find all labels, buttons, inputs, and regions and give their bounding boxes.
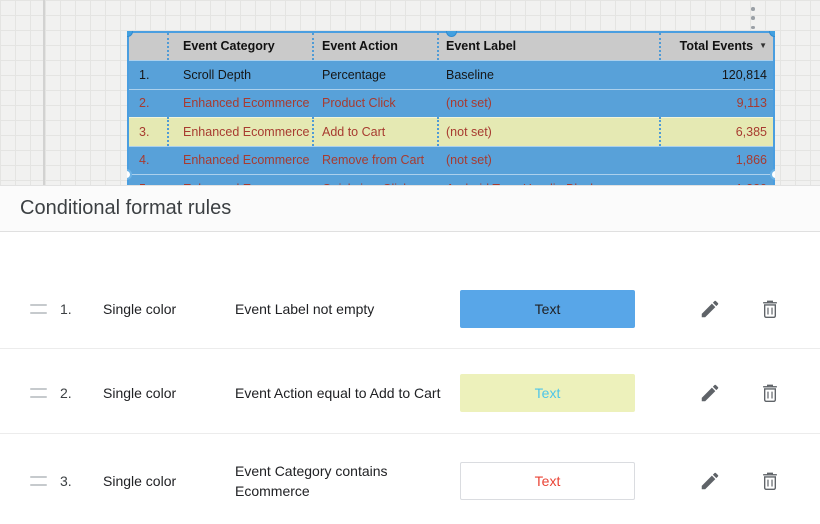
cell-event-action: Remove from Cart xyxy=(322,153,425,168)
cell-event-action: Percentage xyxy=(322,67,386,82)
cell-event-action: Quickview Click xyxy=(313,175,438,185)
rule-condition: Event Category contains Ecommerce xyxy=(235,463,388,499)
canvas-edge-line xyxy=(43,0,45,185)
delete-rule-button[interactable] xyxy=(758,297,782,321)
drag-handle-icon[interactable] xyxy=(30,304,47,314)
report-canvas[interactable]: Event Category Event Action Event Label … xyxy=(0,0,820,185)
cell-event-category: Enhanced Ecommerce xyxy=(183,153,310,168)
cell-total-events: 9,113 xyxy=(736,96,767,111)
cell-total-events: 1,866 xyxy=(735,153,767,168)
column-guide xyxy=(659,117,661,146)
cell-event-label: Baseline xyxy=(446,67,494,82)
pencil-icon xyxy=(701,384,719,402)
rule-condition: Event Label not empty xyxy=(235,301,375,317)
conditional-format-panel: Conditional format rules 1. Single color… xyxy=(0,185,820,524)
cell-total-events: 120,814 xyxy=(721,67,767,82)
cell-row-number: 3. xyxy=(139,124,150,139)
trash-icon xyxy=(763,472,777,490)
cell-event-label: (not set) xyxy=(446,124,492,139)
column-header-event-label[interactable]: Event Label xyxy=(446,38,517,53)
more-options-icon[interactable] xyxy=(748,7,758,29)
cell-event-category: Scroll Depth xyxy=(183,67,252,82)
total-events-label: Total Events xyxy=(679,38,754,53)
cell-event-action: Add to Cart xyxy=(322,124,386,139)
cell-event-category: Enhanced Ecommerce xyxy=(168,175,313,185)
rule-type: Single color xyxy=(103,385,177,401)
column-guide xyxy=(167,117,169,146)
column-guide xyxy=(437,117,439,146)
rule-divider xyxy=(0,433,820,434)
cell-row-number: 5. xyxy=(127,175,168,185)
edit-rule-button[interactable] xyxy=(698,381,722,405)
trash-icon xyxy=(763,384,777,402)
table-row: 2. Enhanced Ecommerce Product Click (not… xyxy=(127,88,775,117)
column-guide xyxy=(437,33,439,60)
resize-handle-middle-right[interactable] xyxy=(770,169,775,180)
rule-type: Single color xyxy=(103,473,177,489)
cell-event-category: Enhanced Ecommerce xyxy=(183,124,310,139)
cell-total-events: 6,385 xyxy=(735,124,767,139)
table-row-highlighted: 3. Enhanced Ecommerce Add to Cart (not s… xyxy=(127,117,775,146)
panel-header: Conditional format rules xyxy=(0,186,820,232)
column-guide xyxy=(167,33,169,60)
sort-desc-icon[interactable]: ▼ xyxy=(759,41,767,50)
cell-row-number: 4. xyxy=(139,153,150,168)
cell-event-label: Android Tone Hoodie Black xyxy=(438,175,660,185)
column-header-event-category[interactable]: Event Category xyxy=(183,38,275,53)
rule-type: Single color xyxy=(103,301,177,317)
column-guide xyxy=(312,117,314,146)
cell-event-label: (not set) xyxy=(446,153,492,168)
edit-rule-button[interactable] xyxy=(698,469,722,493)
cell-row-number: 1. xyxy=(139,67,150,82)
rule-divider xyxy=(0,348,820,349)
column-header-total-events[interactable]: Total Events ▼ xyxy=(660,31,775,60)
header-row-number xyxy=(127,31,168,60)
delete-rule-button[interactable] xyxy=(758,469,782,493)
color-swatch-button[interactable]: Text xyxy=(460,374,635,412)
table-row: 5. Enhanced Ecommerce Quickview Click An… xyxy=(127,174,775,185)
drag-handle-icon[interactable] xyxy=(30,388,47,398)
table-row: 4. Enhanced Ecommerce Remove from Cart (… xyxy=(127,145,775,174)
panel-title: Conditional format rules xyxy=(20,197,232,219)
pencil-icon xyxy=(701,472,719,490)
rule-condition: Event Action equal to Add to Cart xyxy=(235,385,441,401)
resize-handle-middle-left[interactable] xyxy=(127,169,132,180)
format-rule-row: 2. Single color Event Action equal to Ad… xyxy=(0,354,820,432)
cell-row-number: 2. xyxy=(139,96,150,111)
rule-number: 2. xyxy=(60,385,72,401)
selection-border-left xyxy=(127,31,129,185)
selection-border-right xyxy=(773,31,775,185)
delete-rule-button[interactable] xyxy=(758,381,782,405)
column-guide xyxy=(659,33,661,60)
rule-number: 3. xyxy=(60,473,72,489)
column-guide xyxy=(312,33,314,60)
format-rule-row: 3. Single color Event Category contains … xyxy=(0,436,820,524)
edit-rule-button[interactable] xyxy=(698,297,722,321)
drag-handle-icon[interactable] xyxy=(30,476,47,486)
pencil-icon xyxy=(701,300,719,318)
cell-event-category: Enhanced Ecommerce xyxy=(183,96,310,111)
cell-event-action: Product Click xyxy=(322,96,396,111)
cell-total-events: 1,220 xyxy=(660,175,775,185)
column-header-event-action[interactable]: Event Action xyxy=(322,38,398,53)
resize-handle-top-right[interactable] xyxy=(769,31,775,37)
cell-event-label: (not set) xyxy=(446,96,492,111)
format-rule-row: 1. Single color Event Label not empty Te… xyxy=(0,270,820,348)
trash-icon xyxy=(763,300,777,318)
rule-number: 1. xyxy=(60,301,72,317)
color-swatch-button[interactable]: Text xyxy=(460,462,635,500)
data-table[interactable]: Event Category Event Action Event Label … xyxy=(127,31,775,185)
table-row: 1. Scroll Depth Percentage Baseline 120,… xyxy=(127,60,775,89)
color-swatch-button[interactable]: Text xyxy=(460,290,635,328)
